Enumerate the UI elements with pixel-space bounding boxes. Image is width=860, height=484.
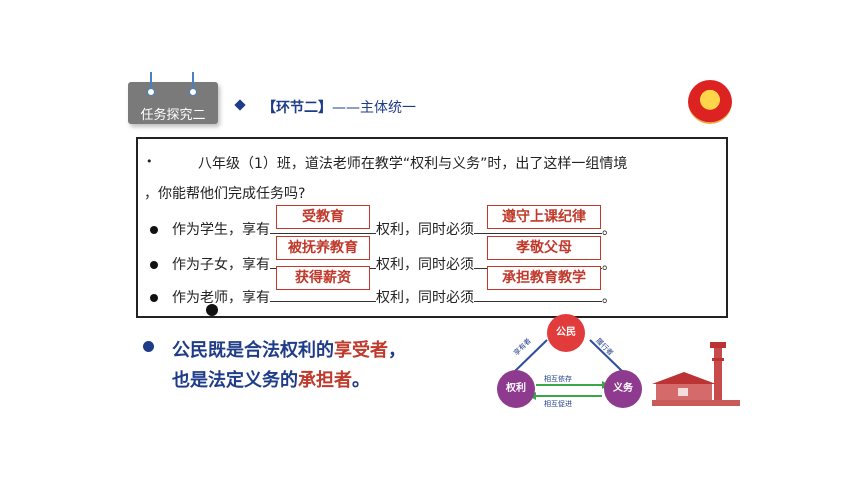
answer-blank [474, 219, 602, 234]
answer-blank [270, 287, 376, 302]
scenario-row: 作为学生，享有 权利，同时必须 。 [172, 219, 616, 239]
arrow-label-bottom: 相互促进 [544, 400, 572, 408]
answer-blank [270, 219, 376, 234]
conclusion-text: 也是法定义务的 [172, 370, 298, 391]
diagram-node-duties: 义务 [604, 370, 642, 408]
task-tag: 任务探究二 [128, 72, 218, 124]
answer-duty-box[interactable]: 遵守上课纪律 [487, 205, 601, 229]
arrow-label-top: 相互依存 [544, 375, 572, 383]
hook-ring-icon [189, 88, 197, 96]
section-title: 【环节二】——主体统一 [262, 97, 416, 117]
section-title-main: 【环节二】 [262, 100, 332, 116]
hook-ring-icon [147, 88, 155, 96]
row-bullet [150, 226, 158, 234]
answer-duty-box[interactable]: 孝敬父母 [487, 236, 601, 260]
conclusion-line2: 也是法定义务的承担者。 [172, 366, 370, 392]
conclusion-text: ， [388, 340, 406, 361]
answer-duty-box[interactable]: 承担教育教学 [487, 266, 601, 290]
section-title-sub: ——主体统一 [332, 100, 416, 116]
conclusion-bullet-icon [143, 341, 154, 352]
row-middle: 权利，同时必须 [376, 222, 474, 238]
answer-right-box[interactable]: 被抚养教育 [276, 236, 370, 260]
tiananmen-landmark-icon [652, 342, 740, 406]
answer-right-box[interactable]: 受教育 [276, 205, 370, 229]
conclusion-highlight: 承担者 [298, 370, 352, 391]
row-prefix: 作为子女，享有 [172, 257, 270, 273]
scenario-row: 作为老师，享有 权利，同时必须 。 [172, 287, 616, 307]
diagram-node-citizen: 公民 [547, 314, 585, 352]
row-prefix: 作为老师，享有 [172, 290, 270, 306]
hook-icon [192, 72, 194, 90]
edge-line [589, 339, 624, 373]
diamond-bullet-icon [234, 99, 246, 111]
row-middle: 权利，同时必须 [376, 290, 474, 306]
row-bullet [150, 294, 158, 302]
answer-blank [474, 287, 602, 302]
pointer-dot [206, 304, 218, 316]
row-end: 。 [602, 290, 616, 306]
diagram-node-rights: 权利 [497, 370, 535, 408]
answer-right-box[interactable]: 获得薪资 [276, 266, 370, 290]
row-end: 。 [602, 222, 616, 238]
row-bullet [150, 261, 158, 269]
scenario-intro-line1: 八年级（1）班，道法老师在教学“权利与义务”时，出了这样一组情境 [198, 156, 628, 172]
hook-icon [150, 72, 152, 90]
national-emblem-icon [688, 80, 732, 124]
task-tag-label: 任务探究二 [140, 108, 206, 123]
scenario-box: • 八年级（1）班，道法老师在教学“权利与义务”时，出了这样一组情境 ，你能帮他… [136, 137, 728, 318]
conclusion-highlight: 享受者 [334, 340, 388, 361]
row-middle: 权利，同时必须 [376, 257, 474, 273]
scenario-intro-line2: ，你能帮他们完成任务吗? [144, 186, 306, 202]
edge-line [513, 339, 548, 373]
conclusion-text: 公民既是合法权利的 [172, 340, 334, 361]
row-prefix: 作为学生，享有 [172, 222, 270, 238]
row-end: 。 [602, 257, 616, 273]
conclusion-line1: 公民既是合法权利的享受者， [172, 336, 406, 362]
conclusion-text: 。 [352, 370, 370, 391]
scenario-bullet: • [146, 155, 153, 168]
